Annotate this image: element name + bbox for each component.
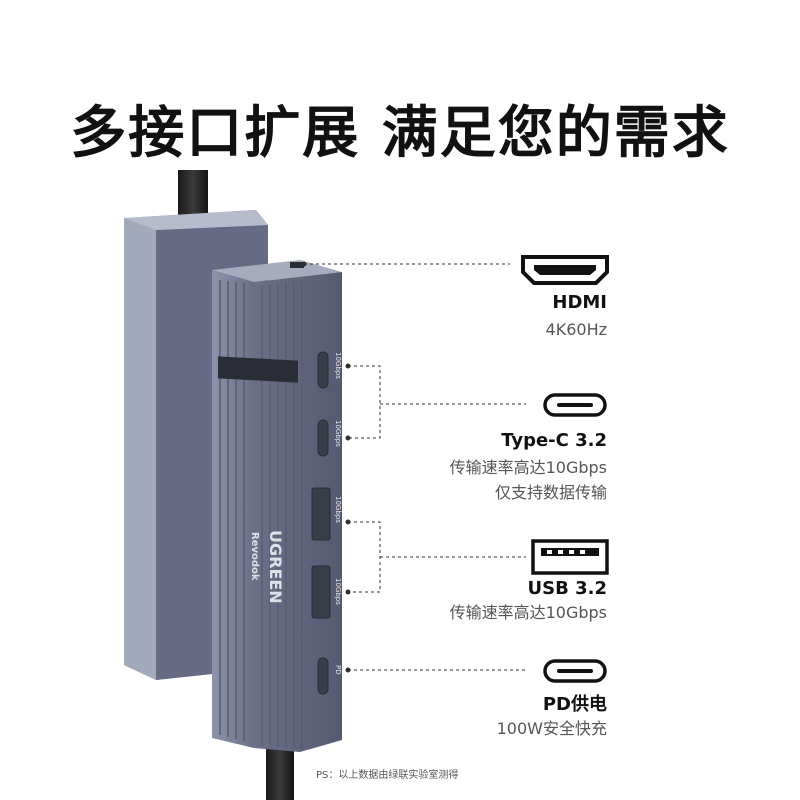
port-marking-3: 10Gbps — [334, 496, 342, 523]
front-hub-face — [212, 270, 254, 748]
top-cable — [178, 170, 208, 220]
type-c-port-icon — [543, 393, 607, 417]
headline: 多接口扩展 满足您的需求 — [70, 101, 730, 166]
footnote: PS：以上数据由绿联实验室测得 — [316, 770, 459, 781]
hdmi-title: HDMI — [552, 292, 607, 313]
hdmi-port-icon — [521, 255, 609, 285]
front-hub-side — [254, 272, 342, 752]
hdmi-desc: 4K60Hz — [545, 320, 607, 339]
usb-a-desc: 传输速率高达10Gbps — [449, 603, 607, 622]
port-marking-5: PD — [334, 665, 342, 675]
usb-a-title: USB 3.2 — [527, 578, 607, 599]
pd-port-icon — [543, 659, 607, 683]
pd-desc: 100W安全快充 — [496, 719, 607, 738]
type-c-desc-1: 传输速率高达10Gbps — [449, 458, 607, 477]
label-strip — [218, 356, 298, 383]
side-ports — [311, 351, 331, 695]
connector-lines — [304, 263, 526, 671]
port-marking-4: 10Gbps — [334, 578, 342, 605]
type-c-title: Type-C 3.2 — [501, 430, 607, 451]
hdmi-slot — [290, 262, 304, 268]
pd-title: PD供电 — [542, 694, 607, 715]
usb-a-port-icon — [531, 539, 609, 575]
type-c-desc-2: 仅支持数据传输 — [494, 483, 607, 502]
model-text: Revodok — [249, 532, 260, 581]
front-hub-top — [212, 260, 342, 282]
port-marking-2: 10Gbps — [334, 420, 342, 447]
brand-text: UGREEN — [266, 530, 285, 604]
port-marking-1: 10Gbps — [334, 352, 342, 379]
